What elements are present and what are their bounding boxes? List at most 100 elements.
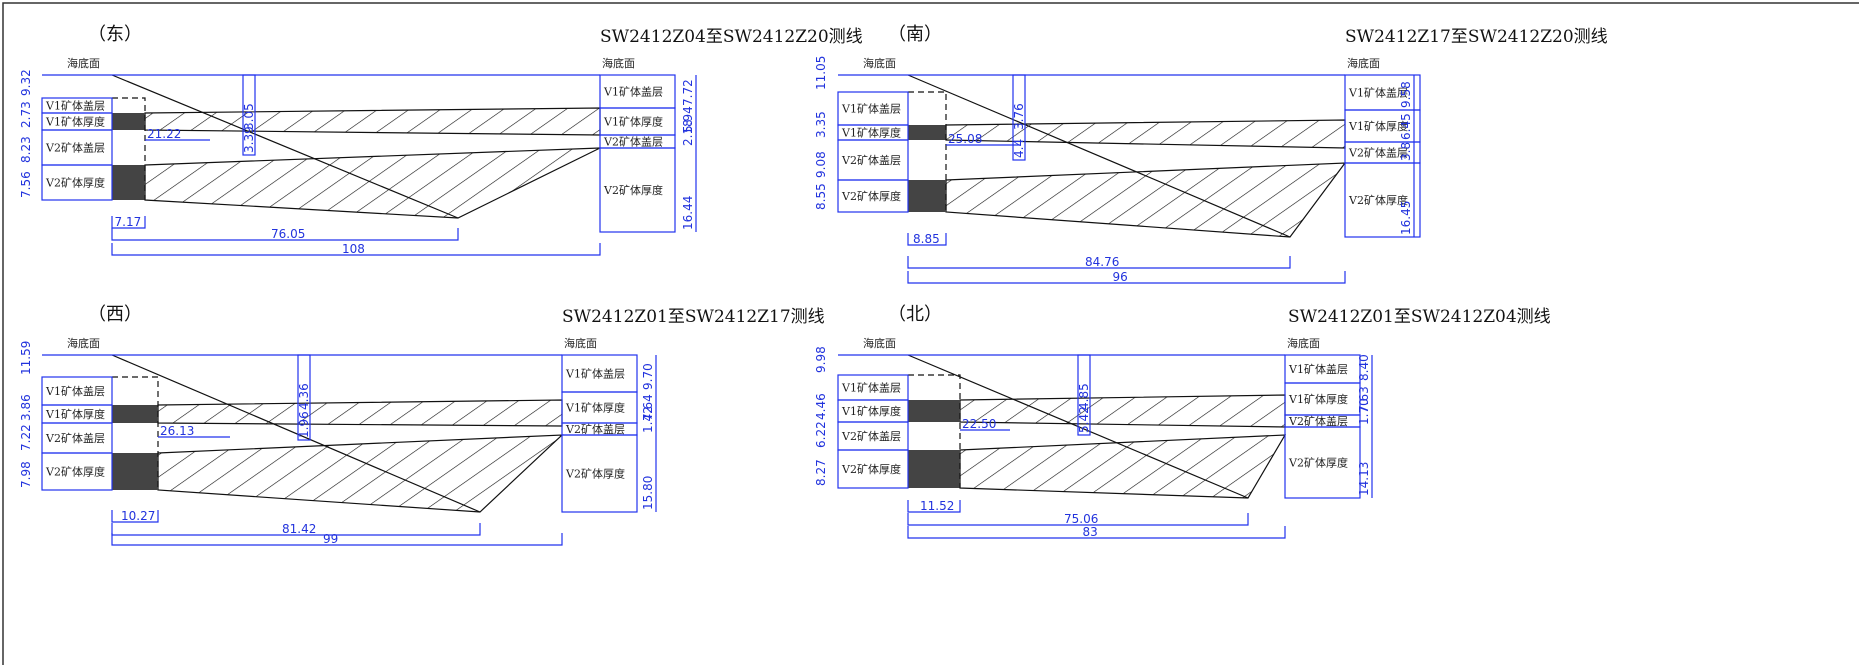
seabed-label-right: 海底面 — [602, 56, 635, 70]
left-dimension: 9.08 — [814, 151, 828, 178]
bottom-dimension: 84.76 — [1085, 255, 1119, 269]
left-layer-label: V2矿体厚度 — [841, 462, 901, 476]
seabed-label-left: 海底面 — [863, 336, 896, 350]
profile-panel-2: 海底面海底面V1矿体盖层V1矿体厚度V2矿体盖层V2矿体厚度V1矿体盖层V1矿体… — [814, 56, 1421, 284]
right-dimension: 8.40 — [1357, 354, 1371, 381]
left-dimension: 7.22 — [19, 424, 33, 451]
left-layer-label: V2矿体盖层 — [841, 429, 901, 443]
right-layer-box — [561, 434, 638, 513]
seabed-label-right: 海底面 — [1347, 56, 1380, 70]
right-layer-box — [1284, 426, 1361, 499]
left-layer-label: V1矿体盖层 — [45, 384, 105, 398]
left-dimension: 9.32 — [19, 69, 33, 96]
mid-dimension: 4.4 — [1012, 139, 1026, 158]
mid-dimension: 1.96 — [297, 411, 311, 438]
left-dimension: 11.59 — [19, 341, 33, 375]
mid-dim-box — [1012, 74, 1026, 161]
left-dimension: 2.73 — [19, 101, 33, 128]
right-dimension: 7.63 — [1357, 386, 1371, 413]
bottom-dimension: 8.85 — [913, 232, 940, 246]
seabed-label-left: 海底面 — [67, 56, 100, 70]
right-dimension: 2.18 — [681, 119, 695, 146]
right-layer-label: V2矿体厚度 — [1288, 456, 1348, 470]
mid-dim-box — [297, 354, 311, 441]
left-layer-label: V1矿体盖层 — [841, 102, 901, 116]
panel-title: SW2412Z01至SW2412Z04测线 — [1288, 307, 1551, 327]
bottom-dim-line — [907, 526, 1286, 539]
v1-orebody-hatch — [157, 399, 563, 427]
left-dimension: 6.22 — [814, 421, 828, 448]
right-dimension: 3.8 — [1399, 142, 1413, 161]
bottom-dimension: 96 — [1113, 270, 1128, 284]
right-layer-label: V2矿体厚度 — [1348, 193, 1408, 207]
bottom-dim-line — [907, 233, 947, 246]
profile-panel-3: 海底面海底面V1矿体盖层V1矿体厚度V2矿体盖层V2矿体厚度V1矿体盖层V1矿体… — [19, 336, 657, 546]
mid-dimension: 4.85 — [1077, 383, 1091, 410]
left-layer-label: V1矿体厚度 — [841, 404, 901, 418]
left-dimension: 9.98 — [814, 346, 828, 373]
slope-line — [907, 74, 1291, 238]
v2-block — [112, 453, 158, 490]
panel-direction: （东） — [88, 24, 142, 45]
bottom-dim-line — [111, 533, 563, 546]
bottom-dim-line — [111, 228, 459, 241]
left-dimension: 11.05 — [814, 56, 828, 90]
v2-orebody-hatch — [157, 434, 564, 513]
left-dimension: 8.23 — [19, 136, 33, 163]
right-layer-label: V1矿体厚度 — [1348, 119, 1408, 133]
bottom-dim-line — [111, 243, 601, 256]
bottom-dimension: 75.06 — [1064, 512, 1098, 526]
right-dimension: 16.44 — [681, 196, 695, 230]
right-layer-label: V1矿体厚度 — [1288, 392, 1348, 406]
mid-dim-box — [1077, 354, 1091, 436]
panel-direction: （西） — [88, 304, 142, 325]
dashed-guide — [908, 374, 961, 488]
v2-block — [908, 180, 946, 212]
left-dimension: 7.56 — [19, 171, 33, 198]
mid-dim-box — [242, 74, 256, 156]
right-layer-label: V1矿体盖层 — [603, 85, 663, 99]
v1-block — [908, 400, 960, 422]
bottom-dim-line — [111, 510, 159, 523]
right-layer-label: V1矿体盖层 — [1288, 362, 1348, 376]
slope-line — [111, 354, 481, 513]
right-dimension: 9.70 — [641, 363, 655, 390]
right-dimension: 9.58 — [1399, 81, 1413, 108]
left-layer-box — [41, 452, 113, 491]
mid-dimension: 4.36 — [297, 383, 311, 410]
right-dimension: 6.45 — [1399, 113, 1413, 140]
seabed-label-left: 海底面 — [67, 336, 100, 350]
bottom-dim-line — [907, 500, 961, 513]
v1-block — [908, 125, 946, 140]
right-layer-label: V2矿体盖层 — [565, 422, 625, 436]
right-layer-box — [599, 147, 676, 233]
mid-dimension: 5.42 — [1077, 406, 1091, 433]
bottom-dim-line — [111, 523, 481, 536]
left-dimension: 3.35 — [814, 111, 828, 138]
right-layer-label: V1矿体盖层 — [565, 367, 625, 381]
right-layer-label: V2矿体盖层 — [603, 135, 663, 149]
bottom-dim-line — [111, 216, 146, 229]
left-dimension: 8.55 — [814, 183, 828, 210]
bottom-dim-line — [907, 256, 1291, 269]
bottom-dimension: 11.52 — [920, 499, 954, 513]
mid-dimension: 3.39 — [242, 126, 256, 153]
left-layer-label: V1矿体盖层 — [841, 381, 901, 395]
panel-direction: （南） — [888, 24, 942, 45]
dashed-guide — [112, 97, 146, 200]
right-layer-label: V2矿体厚度 — [603, 183, 663, 197]
left-layer-label: V1矿体厚度 — [841, 126, 901, 140]
profile-panel-4: 海底面 海底面 V1矿体盖层 V1矿体厚度 V2矿体盖层 V2矿体厚度 V1矿体盖层 V1矿体… — [814, 336, 1373, 539]
panel-title: SW2412Z17至SW2412Z20测线 — [1345, 27, 1608, 47]
right-dimension: 14.13 — [1357, 462, 1371, 496]
seabed-label-right: 海底面 — [1287, 336, 1320, 350]
left-layer-label: V2矿体厚度 — [841, 189, 901, 203]
right-layer-label: V2矿体盖层 — [1348, 146, 1408, 160]
v1-block — [112, 405, 158, 423]
right-layer-label: V2矿体盖层 — [1288, 414, 1348, 428]
right-layer-label: V1矿体盖层 — [1348, 86, 1408, 100]
inner-dimension: 22.50 — [962, 417, 996, 431]
